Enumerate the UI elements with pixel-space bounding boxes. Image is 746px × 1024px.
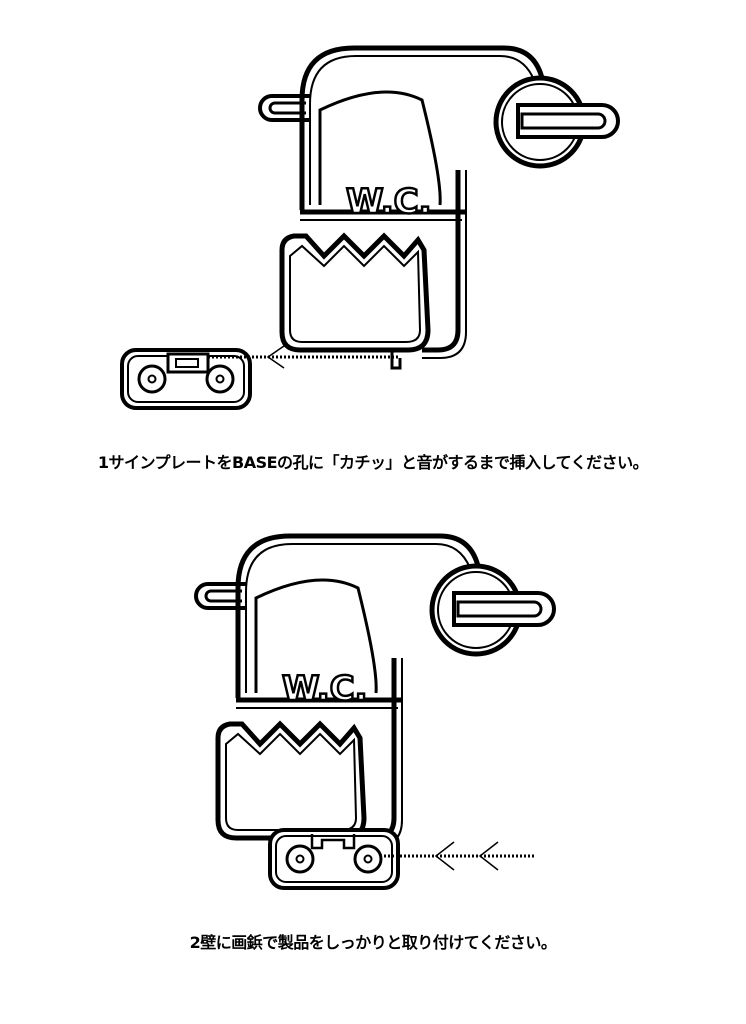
step2-caption: 2壁に画鋲で製品をしっかりと取り付けてください。 bbox=[189, 933, 557, 952]
base-piece-attached bbox=[268, 828, 400, 890]
arrow-left-icon bbox=[478, 841, 499, 871]
sign-plate-assembled bbox=[196, 536, 554, 856]
arrow-left-icon bbox=[266, 345, 285, 369]
step2-figure: W.C. bbox=[196, 536, 554, 890]
arrow-left-icon bbox=[434, 841, 455, 871]
step1-figure: W.C. bbox=[120, 48, 618, 410]
wc-label: W.C. bbox=[346, 182, 432, 222]
wc-label: W.C. bbox=[282, 669, 368, 709]
step1-caption: 1サインプレートをBASEの孔に「カチッ」と音がするまで挿入してください。 bbox=[97, 453, 649, 472]
sign-plate bbox=[260, 48, 618, 368]
